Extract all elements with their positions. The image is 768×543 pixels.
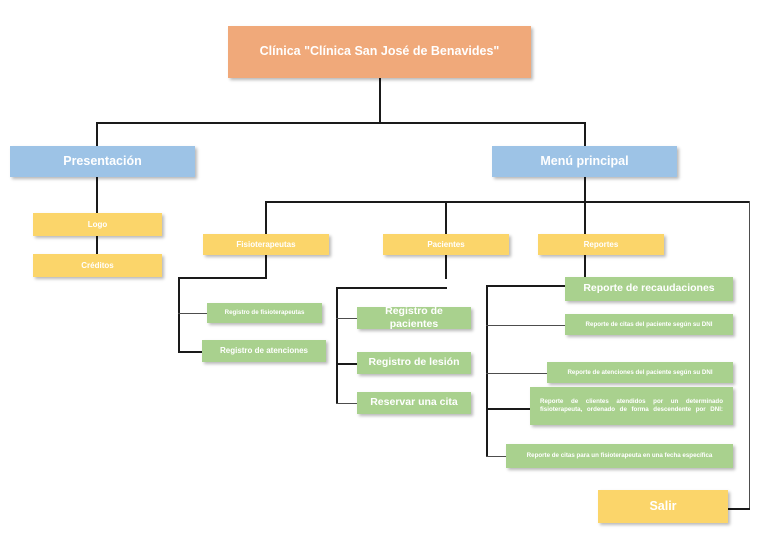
connector-reportes-stub-5 bbox=[486, 456, 507, 457]
connector-exit-vertical bbox=[749, 201, 750, 509]
connector-reportes-trunk bbox=[486, 285, 488, 457]
connector-exit-horizontal bbox=[728, 508, 750, 510]
connector-pacientes-trunk bbox=[336, 287, 338, 404]
node-creditos[interactable]: Créditos bbox=[33, 254, 162, 277]
node-reporte-clientes-atendidos-label: Reporte de clientes atendidos por un det… bbox=[540, 398, 723, 413]
connector-level2-bus bbox=[265, 201, 750, 203]
connector-pacientes-top bbox=[336, 287, 447, 289]
node-reservar-cita[interactable]: Reservar una cita bbox=[357, 392, 471, 414]
node-salir[interactable]: Salir bbox=[598, 490, 728, 523]
node-registro-lesion[interactable]: Registro de lesión bbox=[357, 352, 471, 374]
connector-pacientes-stem bbox=[445, 254, 447, 279]
connector-fisio-stub-1 bbox=[178, 313, 208, 314]
connector-reportes-stub-4 bbox=[486, 408, 531, 410]
connector-reportes-top bbox=[486, 285, 586, 287]
node-reporte-recaudaciones[interactable]: Reporte de recaudaciones bbox=[565, 277, 733, 301]
node-clinic-title[interactable]: Clínica "Clínica San José de Benavides" bbox=[228, 26, 531, 78]
node-registro-fisioterapeutas[interactable]: Registro de fisioterapeutas bbox=[207, 303, 322, 323]
connector-pacientes-stub-1 bbox=[336, 318, 358, 319]
connector-drop-pacientes bbox=[445, 201, 447, 234]
node-reporte-citas-paciente-dni[interactable]: Reporte de citas del paciente según su D… bbox=[565, 314, 733, 335]
node-menu-principal[interactable]: Menú principal bbox=[492, 146, 677, 177]
node-pacientes[interactable]: Pacientes bbox=[383, 234, 509, 255]
connector-reportes-stem bbox=[584, 254, 586, 286]
node-reporte-atenciones-paciente-dni[interactable]: Reporte de atenciones del paciente según… bbox=[547, 362, 733, 383]
node-registro-pacientes[interactable]: Registro de pacientes bbox=[357, 305, 471, 330]
connector-fisio-stub-2 bbox=[178, 351, 208, 353]
connector-drop-reportes bbox=[584, 201, 586, 234]
connector-pacientes-stub-3 bbox=[336, 403, 358, 404]
connector-drop-menu-principal bbox=[584, 122, 586, 146]
connector-drop-presentacion bbox=[96, 122, 98, 146]
connector-root-stem bbox=[379, 78, 381, 123]
node-reportes[interactable]: Reportes bbox=[538, 234, 664, 255]
node-logo[interactable]: Logo bbox=[33, 213, 162, 236]
connector-pacientes-stub-2 bbox=[336, 363, 358, 365]
node-reporte-clientes-atendidos[interactable]: Reporte de clientes atendidos por un det… bbox=[530, 387, 733, 425]
connector-reportes-stub-3 bbox=[486, 373, 548, 374]
node-fisioterapeutas[interactable]: Fisioterapeutas bbox=[203, 234, 329, 255]
connector-fisio-stem bbox=[265, 254, 267, 279]
connector-menu-stem bbox=[584, 177, 586, 203]
connector-reportes-stub-2 bbox=[486, 325, 566, 326]
connector-fisio-trunk bbox=[178, 277, 180, 353]
connector-level1-bus bbox=[96, 122, 586, 124]
node-reporte-citas-fisioterapeuta-fecha[interactable]: Reporte de citas para un fisioterapeuta … bbox=[506, 444, 733, 468]
node-registro-atenciones[interactable]: Registro de atenciones bbox=[202, 340, 326, 362]
connector-fisio-top bbox=[178, 277, 267, 279]
node-presentacion[interactable]: Presentación bbox=[10, 146, 195, 177]
connector-drop-fisioterapeutas bbox=[265, 201, 267, 234]
